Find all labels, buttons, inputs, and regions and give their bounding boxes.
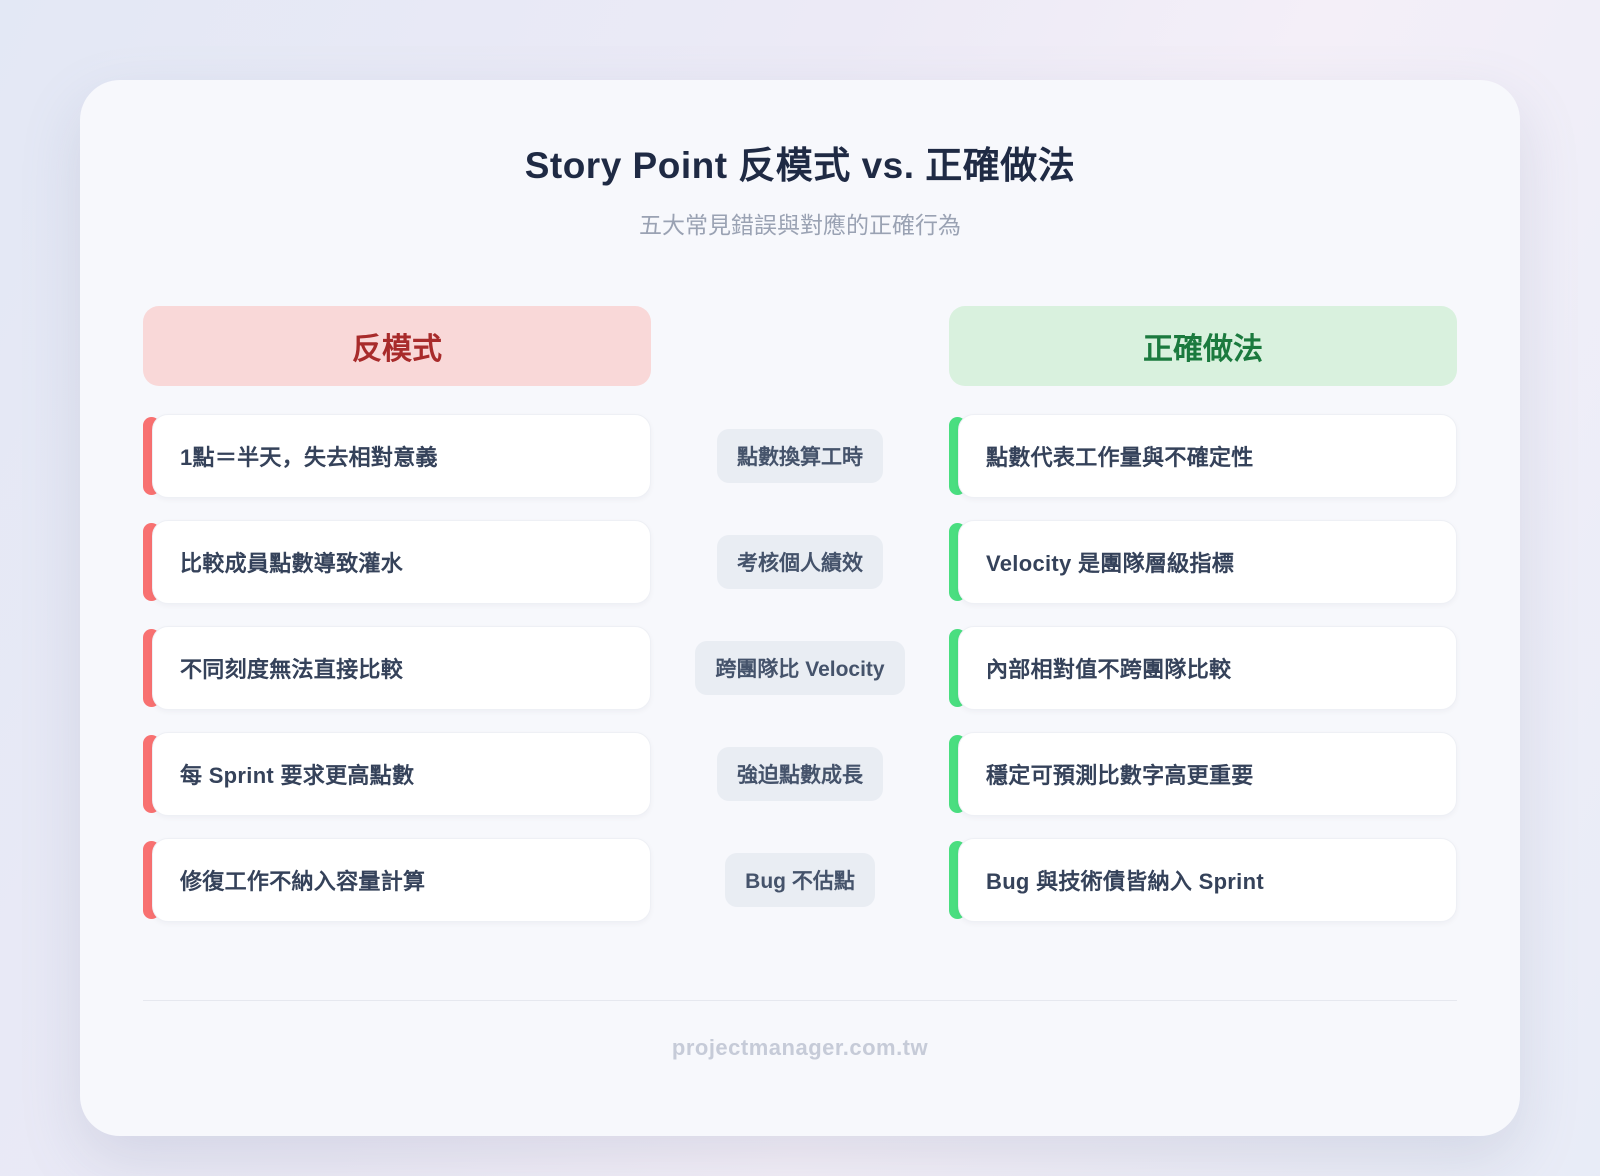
comparison-row: 不同刻度無法直接比較 跨團隊比 Velocity 內部相對值不跨團隊比較 <box>143 626 1457 711</box>
correct-card-body: 點數代表工作量與不確定性 <box>958 414 1457 499</box>
antipattern-card-body: 1點＝半天，失去相對意義 <box>152 414 651 499</box>
antipattern-text: 修復工作不納入容量計算 <box>180 869 426 895</box>
column-header-correct: 正確做法 <box>949 306 1457 387</box>
topic-pill-cell: 跨團隊比 Velocity <box>651 641 949 696</box>
antipattern-text: 不同刻度無法直接比較 <box>180 657 404 683</box>
antipattern-card: 比較成員點數導致灌水 <box>143 520 651 605</box>
correct-card: 點數代表工作量與不確定性 <box>949 414 1457 499</box>
topic-pill-cell: 考核個人績效 <box>651 535 949 590</box>
topic-pill-cell: 點數換算工時 <box>651 429 949 484</box>
correct-text: 內部相對值不跨團隊比較 <box>986 657 1232 683</box>
correct-card-body: Velocity 是團隊層級指標 <box>958 520 1457 605</box>
correct-card: 穩定可預測比數字高更重要 <box>949 732 1457 817</box>
antipattern-card: 每 Sprint 要求更高點數 <box>143 732 651 817</box>
correct-text: 點數代表工作量與不確定性 <box>986 445 1254 471</box>
correct-text: 穩定可預測比數字高更重要 <box>986 763 1254 789</box>
page-subtitle: 五大常見錯誤與對應的正確行為 <box>639 212 961 239</box>
antipattern-text: 比較成員點數導致灌水 <box>180 551 404 577</box>
antipattern-text: 1點＝半天，失去相對意義 <box>180 445 438 471</box>
antipattern-card-body: 不同刻度無法直接比較 <box>152 626 651 711</box>
correct-text: Velocity 是團隊層級指標 <box>986 551 1235 577</box>
correct-text: Bug 與技術債皆納入 Sprint <box>986 869 1264 895</box>
antipattern-card: 不同刻度無法直接比較 <box>143 626 651 711</box>
correct-card-body: 內部相對值不跨團隊比較 <box>958 626 1457 711</box>
antipattern-card-body: 比較成員點數導致灌水 <box>152 520 651 605</box>
footer-site-url: projectmanager.com.tw <box>671 1035 929 1061</box>
footer-divider <box>143 1000 1457 1002</box>
topic-pill-cell: Bug 不估點 <box>651 853 949 908</box>
topic-pill: 考核個人績效 <box>717 535 883 590</box>
infographic-panel: Story Point 反模式 vs. 正確做法 五大常見錯誤與對應的正確行為 … <box>80 80 1520 1136</box>
correct-card: Bug 與技術債皆納入 Sprint <box>949 838 1457 923</box>
antipattern-card-body: 修復工作不納入容量計算 <box>152 838 651 923</box>
correct-card-body: Bug 與技術債皆納入 Sprint <box>958 838 1457 923</box>
comparison-row: 修復工作不納入容量計算 Bug 不估點 Bug 與技術債皆納入 Sprint <box>143 838 1457 923</box>
topic-pill: Bug 不估點 <box>725 853 875 908</box>
column-headers: 反模式 正確做法 <box>143 306 1457 387</box>
antipattern-card: 1點＝半天，失去相對意義 <box>143 414 651 499</box>
comparison-row: 1點＝半天，失去相對意義 點數換算工時 點數代表工作量與不確定性 <box>143 414 1457 499</box>
topic-pill: 強迫點數成長 <box>717 747 883 802</box>
antipattern-card-body: 每 Sprint 要求更高點數 <box>152 732 651 817</box>
antipattern-text: 每 Sprint 要求更高點數 <box>180 763 415 789</box>
correct-card: 內部相對值不跨團隊比較 <box>949 626 1457 711</box>
comparison-row: 比較成員點數導致灌水 考核個人績效 Velocity 是團隊層級指標 <box>143 520 1457 605</box>
topic-pill-cell: 強迫點數成長 <box>651 747 949 802</box>
topic-pill: 跨團隊比 Velocity <box>695 641 905 696</box>
page-title: Story Point 反模式 vs. 正確做法 <box>524 145 1076 186</box>
antipattern-card: 修復工作不納入容量計算 <box>143 838 651 923</box>
column-header-antipattern: 反模式 <box>143 306 651 387</box>
correct-card-body: 穩定可預測比數字高更重要 <box>958 732 1457 817</box>
topic-pill: 點數換算工時 <box>717 429 883 484</box>
correct-card: Velocity 是團隊層級指標 <box>949 520 1457 605</box>
comparison-row: 每 Sprint 要求更高點數 強迫點數成長 穩定可預測比數字高更重要 <box>143 732 1457 817</box>
